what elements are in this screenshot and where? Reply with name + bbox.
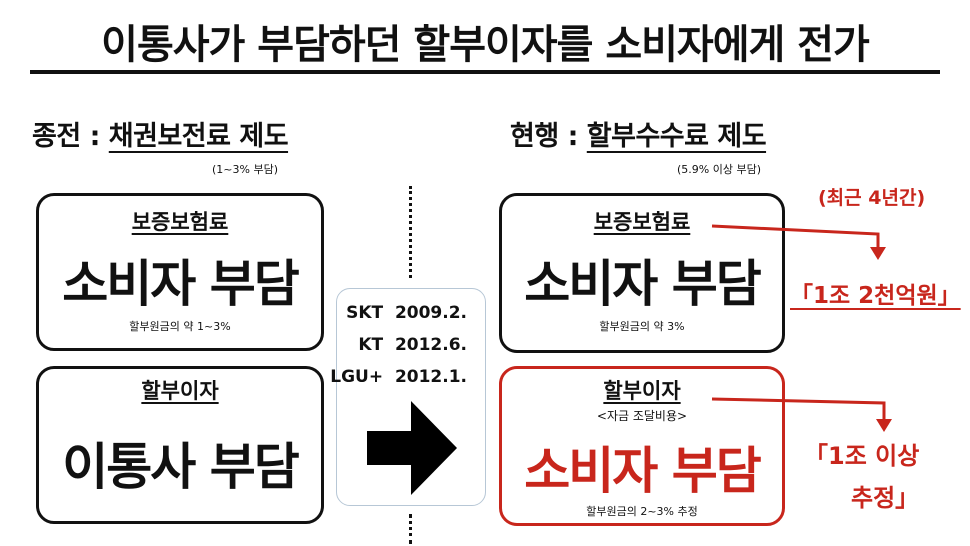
carrier-name: SKT [346, 303, 384, 323]
divider-top [409, 186, 412, 278]
date-row-kt: KT 2012.6. [358, 335, 467, 355]
amount-callout-2-line2: 추정」 [851, 484, 920, 512]
right-arrow-icon [367, 401, 457, 495]
left-insurance-box: 보증보험료 소비자 부담 할부원금의 약 1~3% [36, 193, 324, 351]
left-interest-box: 할부이자 이통사 부담 [36, 366, 324, 524]
right-insurance-foot: 할부원금의 약 3% [599, 320, 685, 333]
right-insurance-main: 소비자 부담 [524, 255, 761, 313]
left-insurance-foot: 할부원금의 약 1~3% [129, 320, 231, 333]
carrier-name: KT [358, 335, 384, 355]
right-interest-sub: <자금 조달비용> [596, 409, 688, 423]
right-rate-note: (5.9% 이상 부담) [676, 163, 761, 176]
left-rate-note: (1~3% 부담) [212, 163, 278, 176]
left-interest-main: 이통사 부담 [62, 438, 299, 496]
title-underline [30, 70, 940, 74]
amount-callout-1: 「1조 2천억원」 [790, 283, 961, 309]
right-insurance-label: 보증보험료 [593, 210, 691, 234]
arrowhead-down-icon [876, 419, 892, 432]
left-section-heading: 종전 : 채권보전료 제도 [32, 114, 289, 153]
period-callout: (최근 4년간) [818, 187, 926, 209]
right-interest-main: 소비자 부담 [524, 442, 761, 500]
left-heading-prefix: 종전 : [32, 121, 109, 152]
right-heading-title: 할부수수료 제도 [586, 121, 767, 152]
carrier-date: 2012.6. [394, 335, 467, 355]
transition-panel: SKT 2009.2. KT 2012.6. LGU+ 2012.1. [330, 288, 486, 506]
arrowhead-down-icon [870, 247, 886, 260]
callout-arrow-2 [711, 397, 886, 420]
right-insurance-box: 보증보험료 소비자 부담 할부원금의 약 3% [499, 193, 785, 353]
amount-callout-2-line1: 「1조 이상 [804, 442, 920, 470]
right-heading-prefix: 현행 : [510, 121, 587, 152]
left-interest-label: 할부이자 [141, 379, 219, 403]
left-insurance-main: 소비자 부담 [62, 255, 299, 313]
callout-arrow-1 [711, 224, 880, 248]
right-interest-foot: 할부원금의 2~3% 추정 [586, 505, 698, 518]
left-insurance-label: 보증보험료 [131, 210, 229, 234]
carrier-date: 2009.2. [394, 303, 467, 323]
date-row-skt: SKT 2009.2. [346, 303, 467, 323]
carrier-name: LGU+ [330, 367, 384, 387]
left-heading-title: 채권보전료 제도 [108, 121, 289, 152]
page-title: 이통사가 부담하던 할부이자를 소비자에게 전가 [101, 22, 870, 68]
date-row-lgu: LGU+ 2012.1. [330, 367, 467, 387]
carrier-date: 2012.1. [394, 367, 467, 387]
right-interest-box: 할부이자 <자금 조달비용> 소비자 부담 할부원금의 2~3% 추정 [499, 366, 785, 526]
divider-bottom [409, 514, 412, 544]
right-section-heading: 현행 : 할부수수료 제도 [510, 114, 767, 153]
right-interest-label: 할부이자 [603, 379, 681, 403]
